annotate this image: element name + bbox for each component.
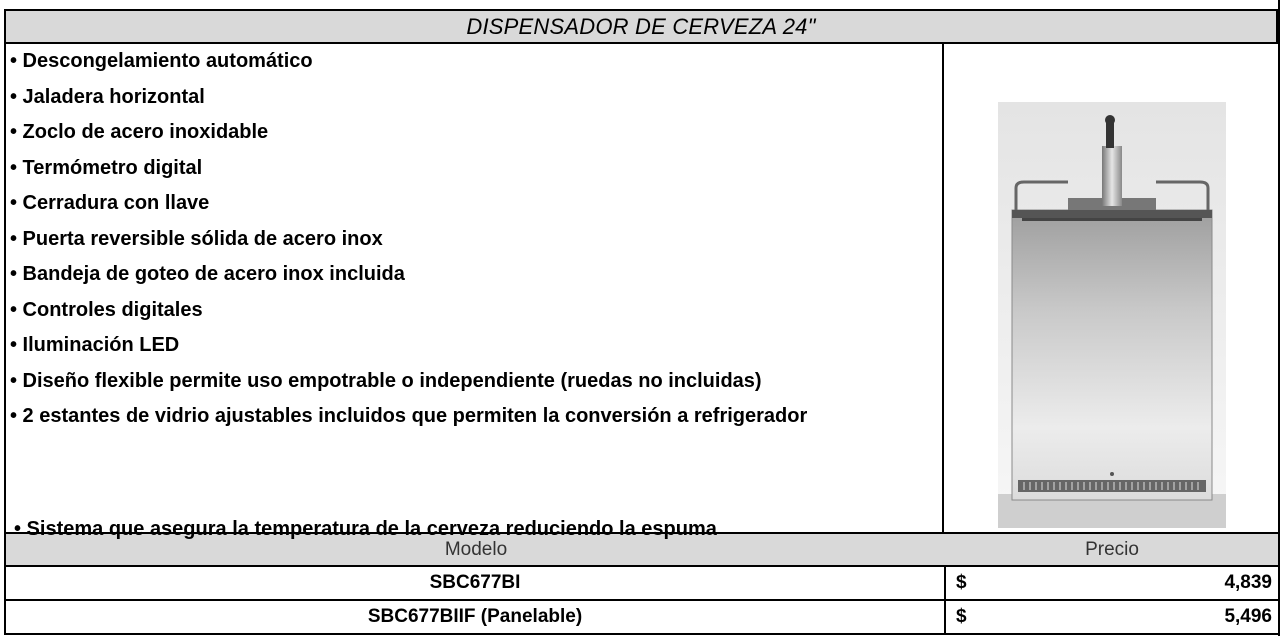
dispenser-top-edge xyxy=(1012,210,1212,218)
feature-item: • Jaladera horizontal xyxy=(10,85,205,108)
feature-list: • Descongelamiento automático • Jaladera… xyxy=(6,44,906,435)
feature-item: • Descongelamiento automático xyxy=(10,50,313,72)
feature-item: • Cerradura con llave xyxy=(10,192,210,214)
product-image xyxy=(998,102,1226,528)
model-cell[interactable]: SBC677BIIF (Panelable) xyxy=(6,601,946,633)
feature-item: • Puerta reversible sólida de acero inox xyxy=(10,227,383,250)
feature-item: • Termómetro digital xyxy=(10,156,203,179)
beer-dispenser-illustration xyxy=(998,115,1226,528)
header-price[interactable]: Precio xyxy=(1085,538,1139,560)
feature-item: • Bandeja de goteo de acero inox incluid… xyxy=(10,263,405,285)
tap-knob xyxy=(1105,115,1115,125)
tap-tower xyxy=(1102,146,1122,206)
tap-handle xyxy=(1106,122,1114,148)
product-image-cell[interactable] xyxy=(944,44,1278,532)
feature-item: • Controles digitales xyxy=(10,298,203,321)
product-title: DISPENSADOR DE CERVEZA 24" xyxy=(466,13,816,39)
door-handle xyxy=(1022,218,1202,221)
price-cell[interactable]: 4,839 xyxy=(1224,572,1272,593)
feature-item: • Zoclo de acero inoxidable xyxy=(10,121,269,143)
currency-symbol: $ xyxy=(956,572,967,593)
model-cell[interactable]: SBC677BI xyxy=(6,567,946,599)
table-header-row: Modelo Precio xyxy=(4,532,1278,567)
features-cell[interactable]: • Descongelamiento automático • Jaladera… xyxy=(4,44,944,540)
table-row: SBC677BIIF (Panelable) $ 5,496 xyxy=(4,601,1278,635)
guard-rail-right xyxy=(1156,180,1210,210)
grille-slots xyxy=(1023,482,1199,490)
lock-keyhole xyxy=(1110,472,1114,476)
dispenser-body xyxy=(1011,209,1213,501)
feature-item: • Diseño flexible permite uso empotrable… xyxy=(10,369,762,392)
feature-item: • Iluminación LED xyxy=(10,334,180,356)
header-model[interactable]: Modelo xyxy=(444,538,508,560)
currency-symbol: $ xyxy=(956,606,967,627)
feature-item-overflow: • Sistema que asegura la temperatura de … xyxy=(14,518,717,540)
price-cell[interactable]: 5,496 xyxy=(1224,606,1272,627)
feature-item: • 2 estantes de vidrio ajustables inclui… xyxy=(10,405,808,427)
table-row: SBC677BI $ 4,839 xyxy=(4,567,1278,601)
guard-rail-left xyxy=(1014,180,1068,210)
kick-plate-grille xyxy=(1018,480,1206,492)
product-title-cell[interactable]: DISPENSADOR DE CERVEZA 24" xyxy=(4,9,1278,44)
